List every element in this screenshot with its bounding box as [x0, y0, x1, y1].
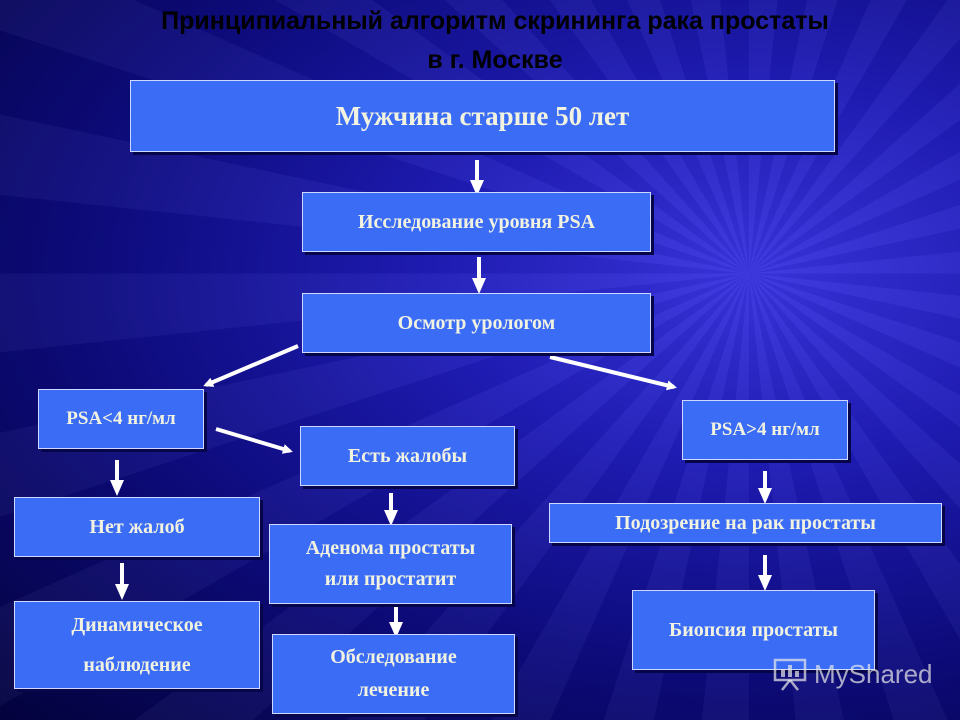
- node-biopsy: Биопсия простаты: [632, 590, 875, 670]
- node-examination-treatment: Обследование лечение: [272, 634, 515, 714]
- node-dynamic-observation: Динамическое наблюдение: [14, 601, 260, 689]
- slide-title-line1: Принципиальный алгоритм скрининга рака п…: [161, 7, 829, 35]
- watermark: MyShared: [772, 656, 933, 692]
- node-adenoma: Аденома простаты или простатит: [269, 524, 512, 604]
- node-cancer-suspicion: Подозрение на рак простаты: [549, 503, 942, 543]
- watermark-text: MyShared: [814, 658, 933, 689]
- arrow-psa-low-to-complaints: [215, 427, 293, 454]
- arrow-urologist-to-psa-high: [549, 355, 677, 391]
- presentation-board-icon: [773, 658, 807, 691]
- slide-title-line2: в г. Москве: [427, 46, 563, 74]
- node-no-complaints: Нет жалоб: [14, 497, 260, 557]
- node-psa-low: PSA<4 нг/мл: [38, 389, 204, 449]
- node-psa-high: PSA>4 нг/мл: [682, 400, 848, 460]
- arrow-urologist-to-psa-low: [203, 344, 299, 387]
- node-psa-test: Исследование уровня PSA: [302, 192, 651, 252]
- node-has-complaints: Есть жалобы: [300, 426, 515, 486]
- node-urologist-exam: Осмотр урологом: [302, 293, 651, 353]
- node-men-over-50: Мужчина старше 50 лет: [130, 80, 835, 152]
